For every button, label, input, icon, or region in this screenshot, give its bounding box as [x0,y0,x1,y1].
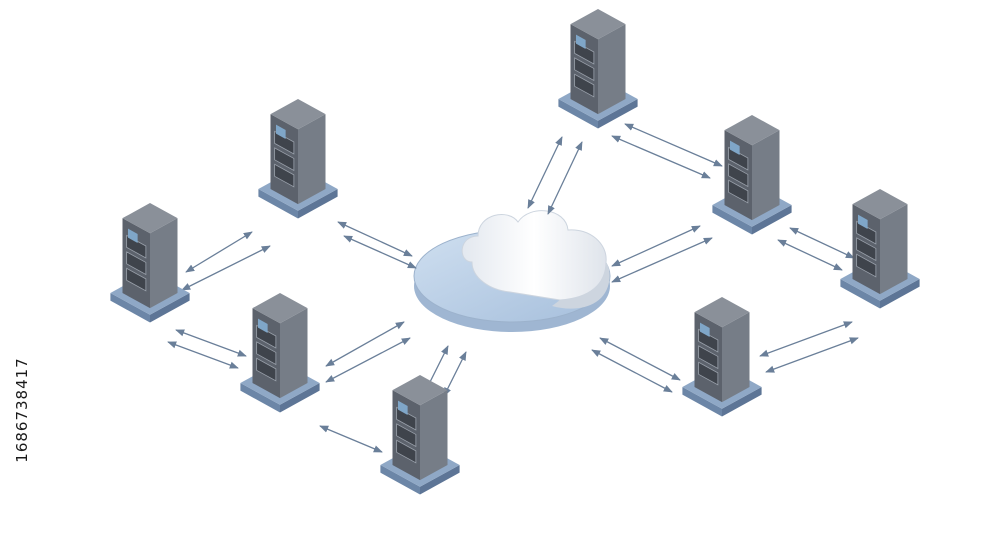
connection-arrow [319,425,383,453]
connection-arrow [343,235,417,269]
stock-id-label: 1686738417 [13,357,31,463]
server-icon-lower-left [240,293,320,413]
connection-arrow [167,341,239,369]
connection-arrow [789,227,855,259]
connection-arrow [185,231,253,273]
connection-arrow [181,245,271,291]
server-group [110,9,920,495]
connection-arrow [777,239,843,271]
connection-arrow [527,136,563,209]
cloud-hub [413,210,611,332]
cloud-icon [461,210,610,309]
server-icon-right [840,189,920,309]
connection-arrow [325,337,411,383]
connection-arrow [547,141,583,215]
connection-arrow [611,237,713,283]
connection-arrow [175,329,247,357]
connection-arrow [611,225,701,267]
server-icon-upper-right [712,115,792,235]
connection-arrow [325,321,405,367]
server-icon-top [558,9,638,129]
connection-arrow [443,351,467,397]
connection-arrow [624,123,723,167]
connection-arrow [599,337,681,381]
server-icon-left [110,203,190,323]
server-icon-upper-left [258,99,338,219]
connection-arrow [591,349,673,393]
server-icon-bottom [380,375,460,495]
connection-arrow [759,321,853,357]
server-icon-lower-right [682,297,762,417]
connection-arrow [765,337,859,373]
connection-arrows [167,123,859,453]
connection-arrow [337,221,413,257]
connection-arrow [611,135,711,179]
